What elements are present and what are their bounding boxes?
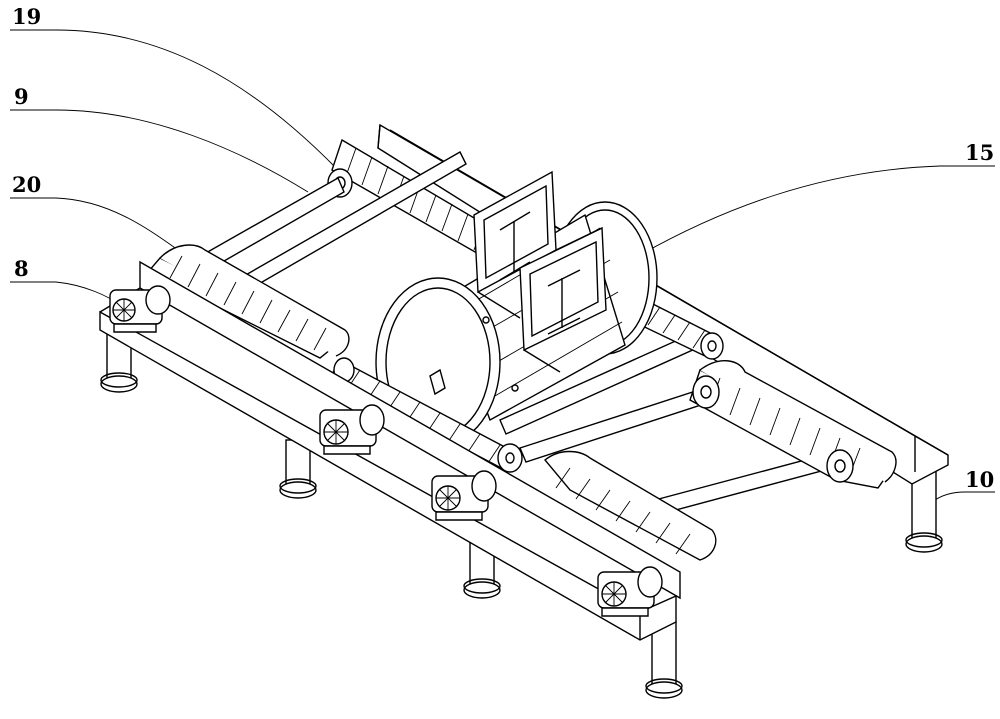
callout-label-10: 10 [965, 467, 994, 492]
belt-slats-front-middle [347, 369, 501, 464]
motor-4 [597, 566, 663, 617]
leader-line-19 [10, 29, 339, 171]
drum-axle [429, 368, 446, 396]
callout-10: 10 [931, 467, 995, 503]
clamp-frames [473, 170, 607, 373]
motor-3 [431, 470, 497, 521]
motor-1 [109, 285, 171, 333]
leader-line-10 [931, 491, 995, 503]
callout-label-20: 20 [12, 172, 41, 197]
callout-label-8: 8 [14, 256, 29, 281]
callout-20: 20 [10, 172, 186, 256]
leader-line-8 [10, 281, 123, 307]
callout-label-9: 9 [14, 84, 29, 109]
conveyor-belt-front-left [146, 244, 350, 359]
drive-motors [109, 285, 663, 617]
callout-9: 9 [10, 84, 309, 193]
conveyor-belt-right [689, 360, 897, 489]
callout-label-19: 19 [12, 4, 41, 29]
belt-slats-front-left [169, 255, 327, 351]
callout-15: 15 [639, 140, 995, 256]
callout-8: 8 [10, 256, 123, 307]
belt-slats-front-right [555, 467, 691, 555]
leader-line-15 [639, 165, 995, 256]
cross-shafts [189, 151, 841, 519]
callout-label-15: 15 [965, 140, 994, 165]
callout-19: 19 [10, 4, 339, 171]
motor-2 [319, 404, 385, 455]
leader-line-20 [10, 197, 186, 256]
conveyor-belt-front-middle [329, 357, 523, 473]
leader-line-9 [10, 109, 309, 193]
conveyor-belt-front-right [544, 450, 717, 561]
